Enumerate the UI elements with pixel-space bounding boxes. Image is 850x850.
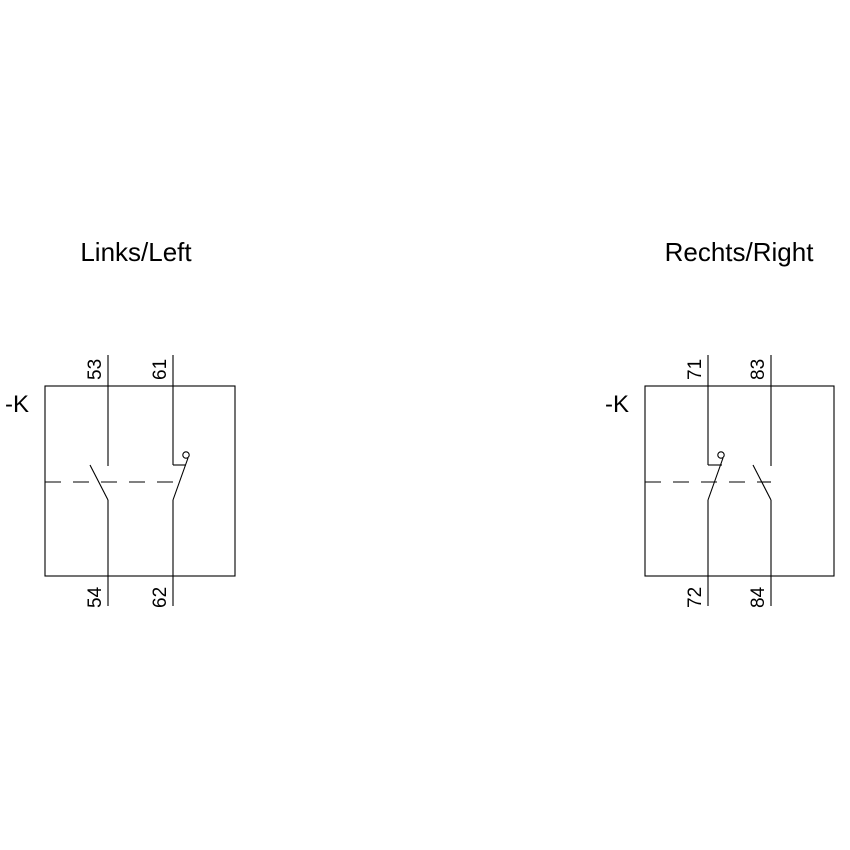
right-terminal-84: 84 [748, 586, 769, 608]
right-nc-contact-blade [707, 457, 724, 501]
right-terminal-72: 72 [685, 587, 706, 608]
right-enclosure [644, 385, 835, 577]
right-terminal-83: 83 [748, 359, 769, 380]
left-terminal-53: 53 [85, 359, 106, 380]
left-terminal-62: 62 [150, 587, 171, 608]
left-nc-contact-pivot [182, 451, 190, 459]
right-nc-contact-pivot [717, 451, 725, 459]
left-enclosure [44, 385, 236, 577]
left-designation: -K [5, 391, 29, 418]
left-no-contact-blade [89, 464, 109, 501]
right-terminal-71: 71 [685, 359, 706, 380]
left-terminal-61: 61 [150, 359, 171, 380]
left-contact-block: Links/Left -K 53 61 54 62 [5, 237, 236, 608]
left-title: Links/Left [80, 237, 192, 267]
right-title: Rechts/Right [665, 237, 815, 267]
right-designation: -K [605, 391, 629, 418]
left-nc-contact-blade [172, 457, 189, 501]
left-terminal-54: 54 [85, 586, 106, 608]
right-contact-block: Rechts/Right -K 71 83 72 84 [605, 237, 835, 608]
